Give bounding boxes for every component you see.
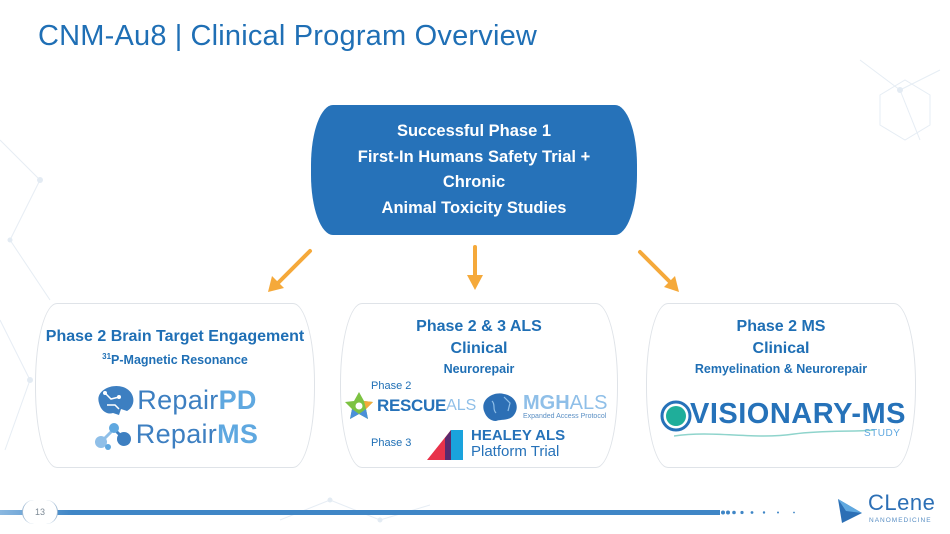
phase2-label: Phase 2 bbox=[371, 380, 412, 392]
repair-ms-logo: RepairMS bbox=[36, 417, 314, 451]
page-number: 13 bbox=[22, 500, 58, 524]
healey-title: HEALEY ALS bbox=[471, 427, 566, 445]
footer-dots bbox=[721, 510, 795, 515]
healey-als-logo: HEALEY ALS Platform Trial bbox=[427, 428, 565, 460]
arrow-left-icon bbox=[268, 249, 312, 292]
title-subject: Clinical Program Overview bbox=[190, 20, 538, 52]
brain-icon bbox=[483, 393, 517, 421]
visionary-ms-logo: VISIONARY-MS STUDY bbox=[660, 398, 910, 442]
card-subheading: 31P-Magnetic Resonance bbox=[36, 348, 314, 369]
clene-wordmark: CLene bbox=[868, 490, 936, 515]
card-brain-target-engagement: Phase 2 Brain Target Engagement 31P-Magn… bbox=[35, 303, 315, 468]
rescue-text: RESCUE bbox=[377, 396, 447, 415]
clene-tagline: NANOMEDICINE bbox=[869, 517, 932, 524]
visionary-eye-icon bbox=[660, 400, 692, 432]
visionary-study-text: STUDY bbox=[864, 428, 901, 439]
card-ms-clinical: Phase 2 MS Clinical Remyelination & Neur… bbox=[646, 303, 916, 468]
phase1-line: Successful Phase 1 bbox=[396, 122, 552, 140]
phase1-summary-box: Successful Phase 1 First-In Humans Safet… bbox=[311, 105, 637, 235]
mgh-als-logo: MGHALS Expanded Access Protocol bbox=[480, 391, 607, 421]
arrow-down-icon bbox=[467, 245, 483, 290]
phase1-line: First-In Humans Safety Trial + bbox=[357, 147, 591, 166]
card-heading: Phase 2 MS bbox=[736, 318, 826, 335]
card-subheading: Remyelination & Neurorepair bbox=[694, 362, 868, 376]
mgh-subtitle: Expanded Access Protocol bbox=[523, 412, 607, 420]
visionary-text: VISIONARY-MS bbox=[690, 398, 907, 430]
healey-mark-icon bbox=[427, 430, 463, 460]
superscript: 31 bbox=[102, 352, 112, 361]
molecule-icon bbox=[94, 423, 131, 451]
brain-circuit-icon bbox=[98, 386, 134, 416]
footer-rule bbox=[0, 510, 720, 515]
phase1-line: Chronic bbox=[442, 173, 506, 191]
card-heading: Phase 2 & 3 ALS bbox=[416, 318, 542, 335]
repair-ms-text: RepairMS bbox=[135, 418, 259, 449]
phase1-line: Animal Toxicity Studies bbox=[381, 198, 567, 217]
arrow-right-icon bbox=[638, 250, 679, 292]
repair-pd-logo: RepairPD bbox=[36, 383, 314, 417]
card-als-clinical: Phase 2 & 3 ALS Clinical Neurorepair bbox=[340, 303, 618, 468]
rescue-star-icon bbox=[345, 392, 373, 419]
mgh-als-text: ALS bbox=[569, 391, 608, 414]
slide-title: CNM-Au8|Clinical Program Overview bbox=[38, 20, 537, 53]
rescue-als-text: ALS bbox=[446, 397, 477, 414]
card-heading-2: Clinical bbox=[450, 340, 508, 357]
card-heading: Phase 2 Brain Target Engagement bbox=[45, 328, 305, 345]
clene-triangle-icon bbox=[838, 499, 862, 523]
clene-logo: CLene NANOMEDICINE bbox=[836, 490, 936, 529]
subheading-text: P-Magnetic Resonance bbox=[111, 353, 248, 368]
wave-line-icon bbox=[674, 429, 874, 437]
phase3-label: Phase 3 bbox=[371, 437, 412, 449]
title-product: CNM-Au8 bbox=[38, 20, 167, 52]
title-separator: | bbox=[174, 20, 183, 52]
mgh-text: MGH bbox=[523, 391, 570, 414]
healey-subtitle: Platform Trial bbox=[471, 443, 560, 460]
card-heading-2: Clinical bbox=[752, 340, 810, 357]
card-subheading: Neurorepair bbox=[443, 362, 515, 376]
repair-pd-text: RepairPD bbox=[137, 384, 257, 415]
